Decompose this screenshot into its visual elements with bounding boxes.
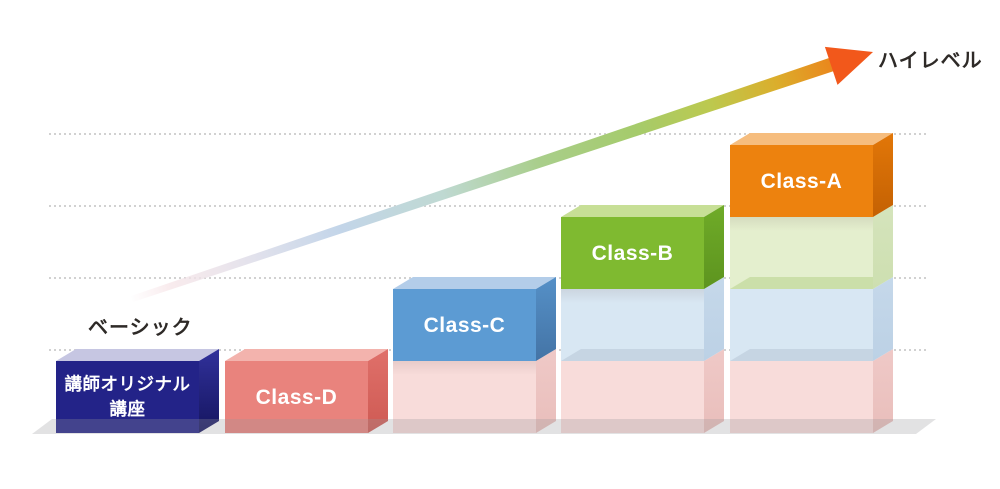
box-front-face: Class-B: [561, 217, 704, 289]
box-right-face: [873, 205, 893, 289]
box-top-face: [730, 133, 893, 145]
box-right-face: [873, 277, 893, 361]
box-right-face: [199, 349, 219, 433]
box-front-face: [561, 289, 704, 361]
box-right-face: [704, 349, 724, 433]
ghost-box-class-a-level-3: [730, 205, 893, 289]
box-label-class-a: Class-A: [760, 169, 843, 193]
box-front-face: [730, 361, 873, 433]
ghost-box-class-c-level-1: [393, 349, 556, 433]
box-label-class-b: Class-B: [591, 241, 674, 265]
ghost-box-class-a-level-2: [730, 277, 893, 361]
box-class-a-level-4: Class-A: [730, 133, 893, 217]
box-right-face: [704, 277, 724, 361]
box-shadow: [393, 361, 536, 375]
box-top-face: [56, 349, 219, 361]
box-front-face: [393, 361, 536, 433]
box-right-face: [873, 349, 893, 433]
box-class-b-level-3: Class-B: [561, 205, 724, 289]
box-front-face: Class-A: [730, 145, 873, 217]
ghost-box-class-a-level-1: [730, 349, 893, 433]
box-shadow: [730, 217, 873, 231]
box-right-face: [536, 349, 556, 433]
box-top-face: [561, 205, 724, 217]
arrow-head-icon: [824, 46, 873, 85]
box-front-face: 講師オリジナル 講座: [56, 361, 199, 433]
box-label-original-course: 講師オリジナル 講座: [64, 374, 191, 419]
ghost-box-class-b-level-2: [561, 277, 724, 361]
box-class-c-level-2: Class-C: [393, 277, 556, 361]
box-front-face: [561, 361, 704, 433]
lower-box-top-face-band: [730, 349, 873, 361]
box-label-class-c: Class-C: [423, 313, 506, 337]
lower-box-top-face-band: [561, 349, 704, 361]
box-top-face: [225, 349, 388, 361]
ghost-box-class-b-level-1: [561, 349, 724, 433]
box-shadow: [561, 289, 704, 303]
box-front-face: Class-D: [225, 361, 368, 433]
box-right-face: [704, 205, 724, 289]
box-front-face: Class-C: [393, 289, 536, 361]
lower-box-top-face-band: [730, 277, 873, 289]
box-front-face: [730, 289, 873, 361]
box-right-face: [873, 133, 893, 217]
box-class-d-level-1: Class-D: [225, 349, 388, 433]
box-label-class-d: Class-D: [255, 385, 338, 409]
basic-level-label: ベーシック: [88, 317, 193, 339]
box-right-face: [368, 349, 388, 433]
box-original-course-level-1: 講師オリジナル 講座: [56, 349, 219, 433]
box-front-face: [730, 217, 873, 289]
high-level-label: ハイレベル: [878, 50, 983, 72]
box-right-face: [536, 277, 556, 361]
box-top-face: [393, 277, 556, 289]
